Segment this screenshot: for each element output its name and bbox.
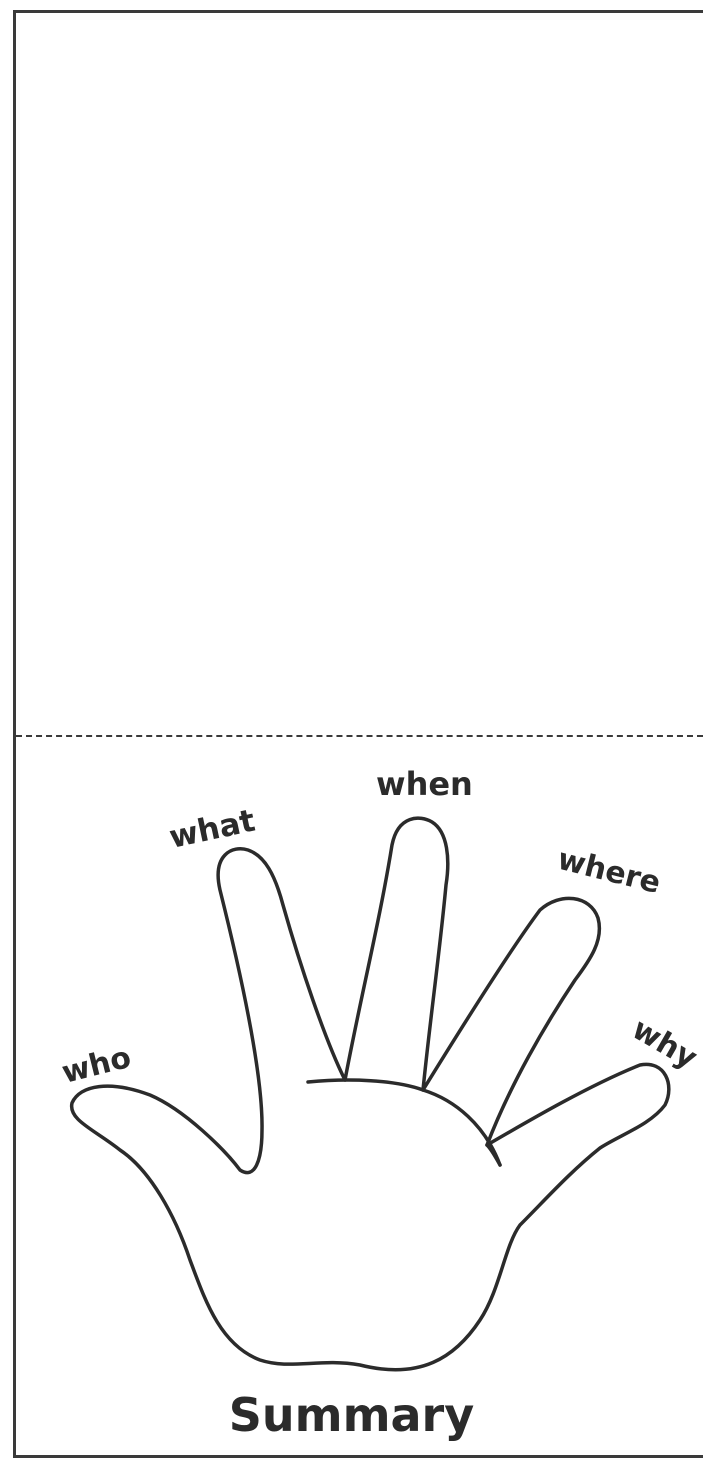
label-who: who xyxy=(58,1040,134,1091)
summary-title: Summary xyxy=(0,1388,703,1442)
finger-base-line-1 xyxy=(308,1080,423,1090)
hand-outline xyxy=(72,818,669,1370)
label-when: when xyxy=(376,765,473,803)
label-where: where xyxy=(554,842,664,901)
finger-base-line-2 xyxy=(423,1090,500,1165)
